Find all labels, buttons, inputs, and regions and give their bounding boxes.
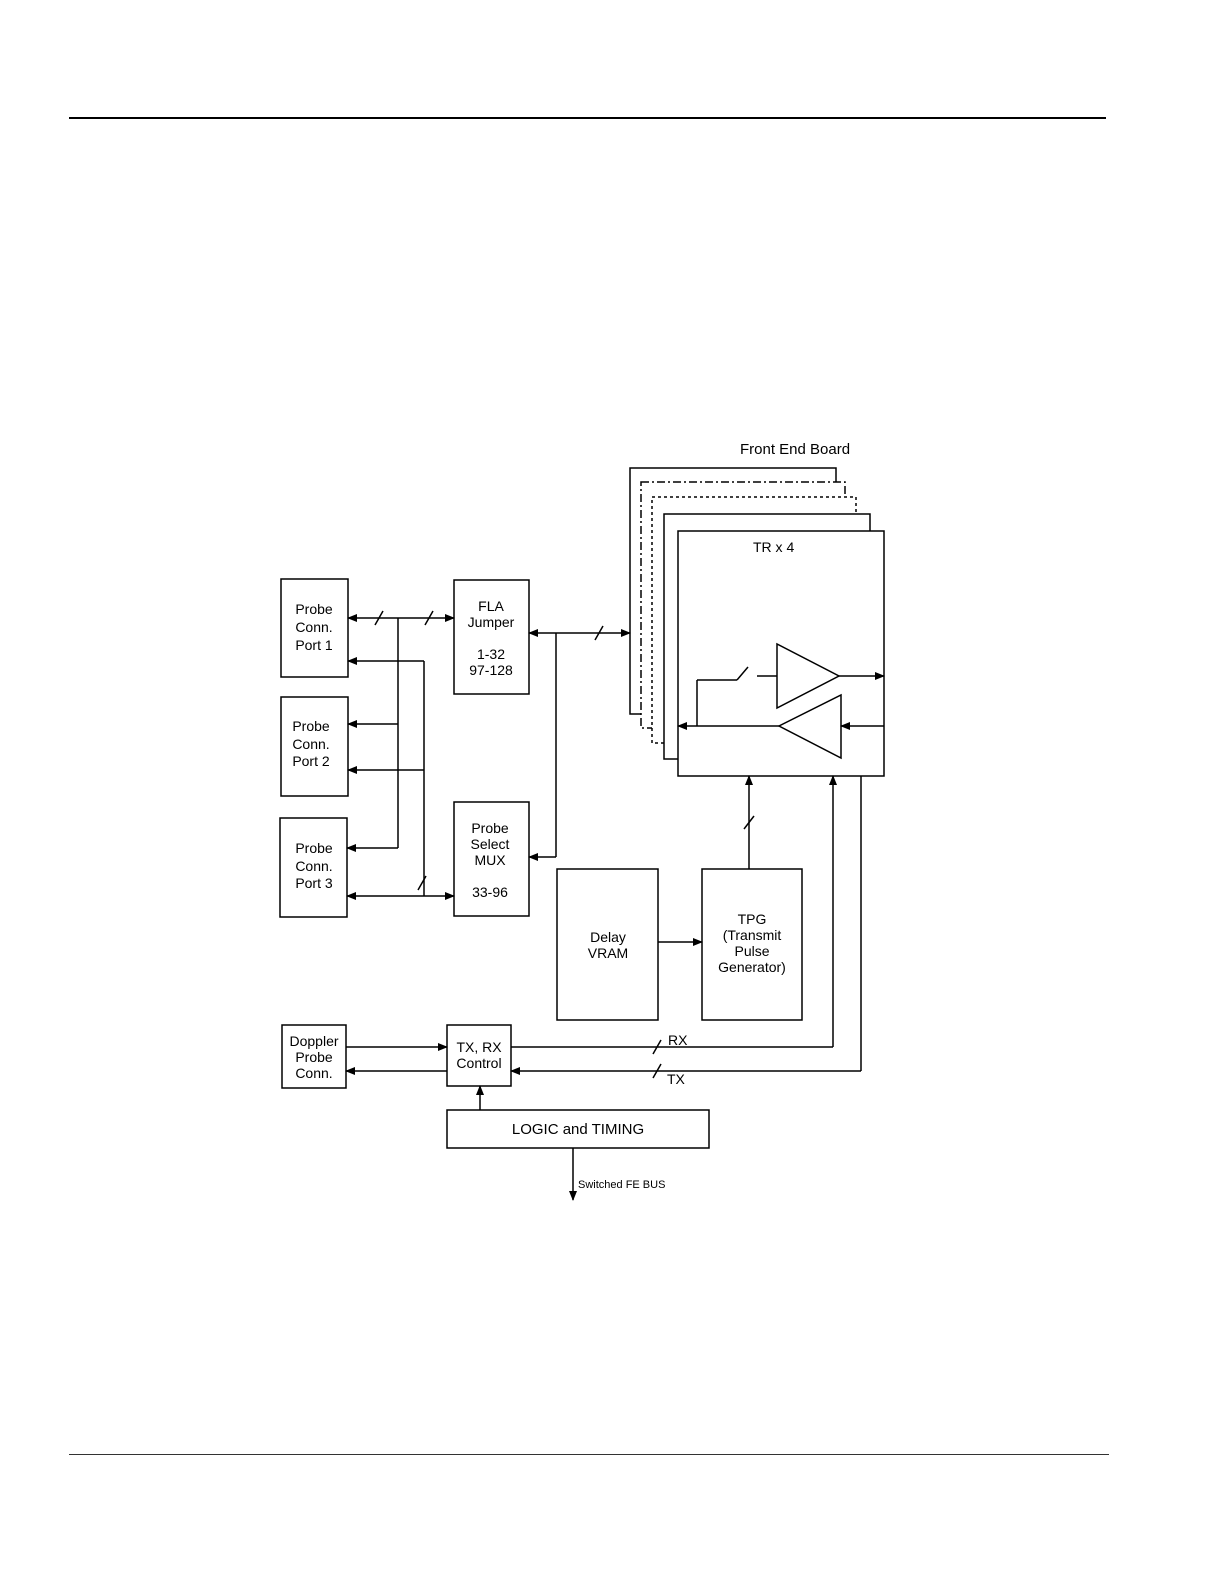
probe-conn-port-2: Probe Conn. Port 2 bbox=[281, 697, 348, 796]
doppler-probe-conn-block: Doppler Probe Conn. bbox=[282, 1025, 346, 1088]
svg-text:Probe: Probe bbox=[295, 601, 333, 617]
rx-label: RX bbox=[668, 1032, 688, 1048]
svg-text:TX, RX: TX, RX bbox=[456, 1039, 502, 1055]
svg-text:FLA: FLA bbox=[478, 598, 504, 614]
probe-select-mux-block: Probe Select MUX 33-96 bbox=[454, 802, 529, 916]
tx-label: TX bbox=[667, 1071, 686, 1087]
logic-timing-block: LOGIC and TIMING bbox=[447, 1110, 709, 1148]
txrx-control-block: TX, RX Control bbox=[447, 1025, 511, 1086]
svg-text:Probe: Probe bbox=[295, 840, 333, 856]
svg-text:Conn.: Conn. bbox=[292, 736, 329, 752]
bottom-rule bbox=[69, 1454, 1109, 1455]
svg-text:97-128: 97-128 bbox=[469, 662, 513, 678]
svg-text:VRAM: VRAM bbox=[588, 945, 628, 961]
svg-text:Conn.: Conn. bbox=[295, 1065, 332, 1081]
svg-text:1-32: 1-32 bbox=[477, 646, 505, 662]
tpg-block: TPG (Transmit Pulse Generator) bbox=[702, 869, 802, 1020]
svg-text:(Transmit: (Transmit bbox=[723, 927, 782, 943]
svg-text:Doppler: Doppler bbox=[289, 1033, 338, 1049]
svg-text:Port 3: Port 3 bbox=[295, 875, 333, 891]
svg-text:33-96: 33-96 bbox=[472, 884, 508, 900]
svg-text:LOGIC and TIMING: LOGIC and TIMING bbox=[512, 1121, 644, 1138]
fla-jumper-block: FLA Jumper 1-32 97-128 bbox=[454, 580, 529, 694]
svg-text:Jumper: Jumper bbox=[468, 614, 515, 630]
board-title: Front End Board bbox=[740, 441, 850, 458]
svg-text:Port 1: Port 1 bbox=[295, 637, 333, 653]
svg-text:Pulse: Pulse bbox=[734, 943, 769, 959]
svg-text:Probe: Probe bbox=[471, 820, 509, 836]
tr-label: TR x 4 bbox=[753, 539, 794, 555]
svg-text:Delay: Delay bbox=[590, 929, 626, 945]
svg-text:Select: Select bbox=[471, 836, 510, 852]
svg-text:Control: Control bbox=[456, 1055, 501, 1071]
svg-text:Probe: Probe bbox=[295, 1049, 333, 1065]
fe-bus-label: Switched FE BUS bbox=[578, 1179, 665, 1191]
tr-board-stack bbox=[630, 468, 884, 776]
probe-conn-port-1: Probe Conn. Port 1 bbox=[281, 579, 348, 677]
svg-text:Probe: Probe bbox=[292, 718, 330, 734]
svg-text:Conn.: Conn. bbox=[295, 619, 332, 635]
svg-text:MUX: MUX bbox=[474, 852, 506, 868]
svg-text:Conn.: Conn. bbox=[295, 858, 332, 874]
svg-text:Generator): Generator) bbox=[718, 959, 786, 975]
probe-conn-port-3: Probe Conn. Port 3 bbox=[280, 818, 347, 917]
svg-text:TPG: TPG bbox=[738, 911, 767, 927]
delay-vram-block: Delay VRAM bbox=[557, 869, 658, 1020]
svg-text:Port 2: Port 2 bbox=[292, 753, 330, 769]
